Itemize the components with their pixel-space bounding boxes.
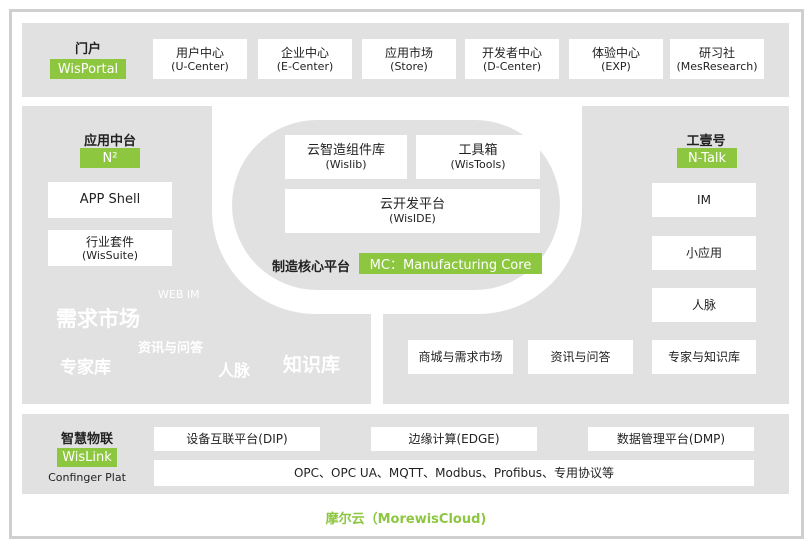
portal-item-exp: 体验中心(EXP)	[569, 39, 663, 79]
community-experts-box: 专家与知识库	[652, 340, 756, 374]
iot-subtitle: Confinger Plat	[48, 471, 126, 484]
portal-badge: WisPortal	[50, 59, 126, 79]
watermark-news-qa: 资讯与问答	[138, 341, 204, 356]
watermark-contacts: 人脉	[218, 361, 251, 380]
iot-dip-box: 设备互联平台(DIP)	[154, 427, 320, 451]
iot-edge-box: 边缘计算(EDGE)	[371, 427, 537, 451]
app-shell-box: APP Shell	[48, 182, 172, 218]
vertical-separator	[371, 312, 383, 404]
portal-item-store: 应用市场(Store)	[362, 39, 456, 79]
wissuite-box: 行业套件(WisSuite)	[48, 230, 172, 266]
iot-protocols-box: OPC、OPC UA、MQTT、Modbus、Profibus、专用协议等	[154, 460, 754, 486]
watermark-demand-market: 需求市场	[56, 307, 140, 331]
core-badge: MC：Manufacturing Core	[359, 253, 542, 274]
footer-morewis-cloud: 摩尔云（MorewisCloud)	[325, 512, 487, 527]
portal-item-mesresearch: 研习社(MesResearch)	[670, 39, 764, 79]
app-platform-badge: N²	[80, 148, 140, 168]
app-platform-title: 应用中台	[83, 134, 136, 149]
ntalk-item-im: IM	[652, 183, 756, 217]
portal-item-e-center: 企业中心(E-Center)	[258, 39, 352, 79]
portal-item-u-center: 用户中心(U-Center)	[153, 39, 247, 79]
community-news-box: 资讯与问答	[528, 340, 633, 374]
ntalk-badge: N-Talk	[677, 148, 737, 168]
community-mall-box: 商城与需求市场	[408, 340, 513, 374]
ntalk-title: 工壹号	[686, 134, 726, 149]
watermark-experts: 专家库	[60, 358, 111, 378]
watermark-web-im: WEB IM	[158, 288, 200, 301]
wislib-box: 云智造组件库(Wislib)	[285, 135, 407, 179]
watermark-knowledge: 知识库	[283, 354, 341, 376]
wistools-box: 工具箱(WisTools)	[416, 135, 540, 179]
iot-dmp-box: 数据管理平台(DMP)	[588, 427, 754, 451]
iot-badge: WisLink	[57, 448, 117, 467]
portal-title: 门户	[74, 42, 101, 57]
core-label: 制造核心平台	[271, 260, 350, 275]
ntalk-item-contacts: 人脉	[652, 288, 756, 322]
portal-item-d-center: 开发者中心(D-Center)	[465, 39, 559, 79]
ntalk-item-mini-app: 小应用	[652, 236, 756, 270]
wiside-box: 云开发平台(WisIDE)	[285, 189, 540, 233]
iot-title: 智慧物联	[60, 432, 113, 447]
